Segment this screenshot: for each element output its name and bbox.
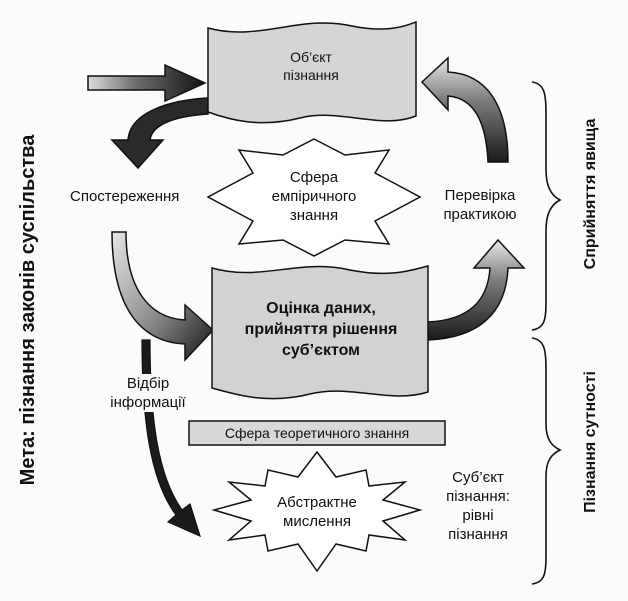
brace-essence bbox=[531, 337, 562, 585]
subject-label: Суб’єкт пізнання: рівні пізнання bbox=[428, 468, 528, 544]
observation-label: Спостереження bbox=[70, 188, 180, 205]
selection-label: Відбір інформації bbox=[100, 374, 196, 412]
selection-label-line2: інформації bbox=[110, 394, 186, 411]
evaluation-label-line3: суб’єктом bbox=[282, 342, 360, 359]
arrow-observation-to-evaluation bbox=[111, 231, 215, 362]
abstract-label-line2: мислення bbox=[283, 513, 351, 530]
theoretical-label: Сфера теоретичного знання bbox=[224, 425, 410, 441]
selection-label-line1: Відбір bbox=[126, 375, 170, 392]
abstract-star bbox=[211, 450, 423, 573]
verification-label: Перевірка практикою bbox=[432, 186, 528, 224]
evaluation-label: Оцінка даних, прийняття рішення суб’єкто… bbox=[218, 298, 424, 361]
object-card bbox=[207, 20, 417, 124]
subject-label-line1: Суб’єкт bbox=[452, 469, 504, 486]
empirical-label-line1: Сфера bbox=[289, 169, 339, 186]
empirical-star bbox=[206, 138, 422, 257]
theoretical-box bbox=[188, 420, 446, 446]
empirical-label-line3: знання bbox=[289, 207, 339, 224]
subject-label-line4: пізнання bbox=[448, 526, 508, 543]
object-label-line1: Об’єкт bbox=[290, 49, 332, 65]
arrow-object-to-observation bbox=[110, 97, 209, 170]
object-label-line2: пізнання bbox=[283, 67, 339, 83]
abstract-label: Абстрактне мислення bbox=[262, 493, 372, 531]
essence-vertical-label: Пізнання сутності bbox=[582, 371, 599, 513]
arrow-verification-to-object bbox=[420, 56, 509, 163]
arrow-evaluation-to-verification bbox=[427, 238, 526, 341]
perception-vertical-label: Сприйняття явища bbox=[582, 118, 599, 270]
subject-label-line3: рівні bbox=[462, 507, 494, 524]
goal-vertical-label: Мета: пізнання законів суспільства bbox=[17, 134, 39, 486]
evaluation-label-line1: Оцінка даних, bbox=[266, 300, 376, 317]
verification-label-line2: практикою bbox=[443, 206, 517, 223]
verification-label-line1: Перевірка bbox=[444, 187, 516, 204]
subject-label-line2: пізнання: bbox=[446, 488, 510, 505]
abstract-label-line1: Абстрактне bbox=[277, 494, 357, 511]
empirical-label-line2: емпіричного bbox=[271, 188, 357, 205]
object-label: Об’єкт пізнання bbox=[256, 48, 366, 84]
empirical-label: Сфера емпіричного знання bbox=[254, 168, 374, 225]
arrow-object-left bbox=[87, 63, 207, 103]
evaluation-label-line2: прийняття рішення bbox=[244, 321, 398, 338]
brace-perception bbox=[531, 81, 562, 331]
evaluation-card bbox=[211, 265, 429, 400]
